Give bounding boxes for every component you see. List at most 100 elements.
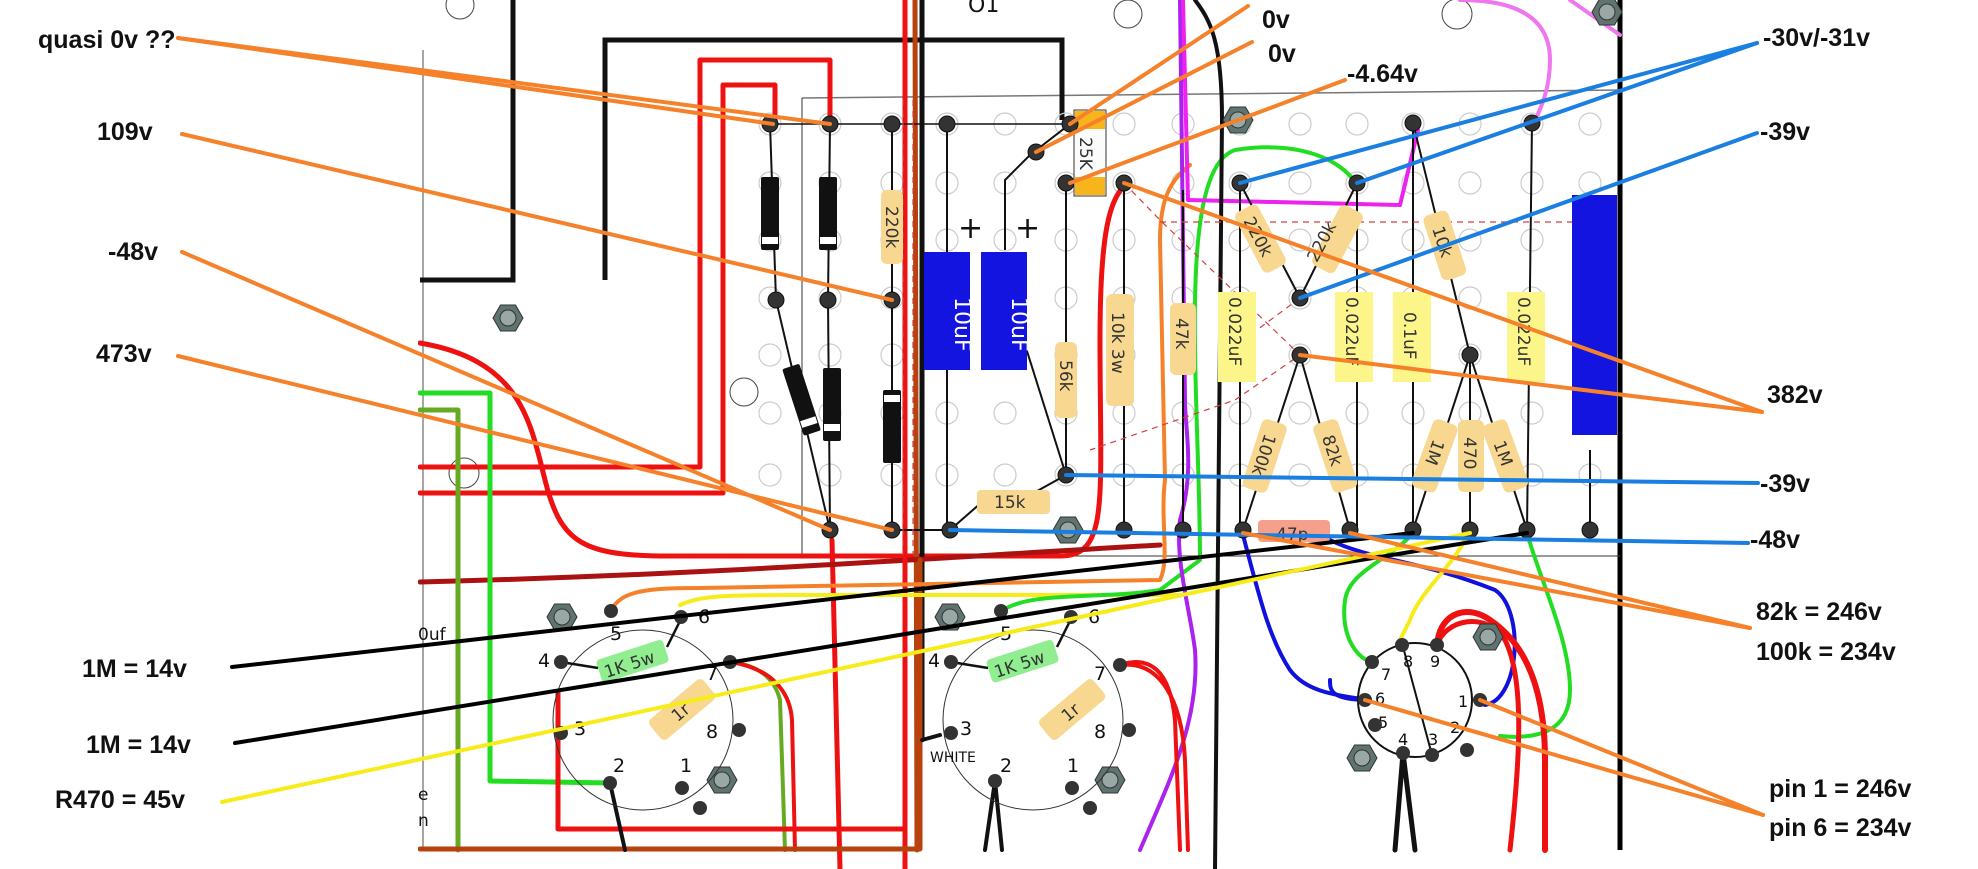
voltage-labels: quasi 0v ?? 109v -48v 473v 1M = 14v 1M =… bbox=[38, 6, 1912, 842]
label-minus-30v-31v: -30v/-31v bbox=[1763, 24, 1870, 52]
label-1m-14v-b: 1M = 14v bbox=[86, 731, 191, 759]
turret bbox=[938, 115, 956, 133]
svg-text:7: 7 bbox=[706, 663, 718, 685]
svg-text:220k: 220k bbox=[881, 206, 901, 248]
resistor-15k: 15k bbox=[977, 490, 1050, 514]
filter-capacitor bbox=[1557, 195, 1617, 435]
label-82k-246v: 82k = 246v bbox=[1756, 598, 1882, 626]
nut-bore bbox=[713, 771, 731, 789]
svg-text:0.022uF: 0.022uF bbox=[1224, 297, 1244, 366]
svg-text:2: 2 bbox=[1000, 755, 1012, 777]
annotation-line-orange bbox=[180, 132, 894, 302]
label-pin6-234v: pin 6 = 234v bbox=[1769, 814, 1912, 842]
socket-pin bbox=[1460, 743, 1474, 757]
resistor-47k: 47k bbox=[1170, 303, 1196, 375]
annotation-line-orange bbox=[1068, 78, 1347, 185]
svg-text:4: 4 bbox=[928, 650, 940, 672]
left-margin bbox=[0, 0, 418, 869]
board-hole bbox=[1520, 401, 1544, 425]
annotation-line-blue bbox=[1238, 41, 1759, 185]
socket-pin bbox=[1365, 655, 1379, 669]
turret bbox=[1461, 346, 1479, 364]
svg-text:6: 6 bbox=[698, 606, 710, 628]
resistor-470: 470 bbox=[1458, 420, 1484, 492]
annotation-line-black bbox=[230, 531, 1415, 669]
resistor-100k: 100k bbox=[1242, 419, 1287, 493]
socket-pin bbox=[994, 604, 1008, 618]
svg-text:10k 3w: 10k 3w bbox=[1107, 312, 1127, 374]
annotation-lines bbox=[176, 4, 1765, 817]
board-hole bbox=[1458, 171, 1482, 195]
svg-text:5: 5 bbox=[610, 623, 622, 645]
socket-pin bbox=[1430, 638, 1444, 652]
board-hole bbox=[1288, 463, 1312, 487]
svg-text:25K: 25K bbox=[1075, 137, 1095, 171]
wire-note-white: WHITE bbox=[930, 750, 976, 766]
socket-pin bbox=[1396, 746, 1410, 760]
tube-socket-b: 1K 5w 1r 5 4 3 WHITE 2 1 6 7 8 bbox=[928, 606, 1124, 811]
resistor-1m-b: 1M bbox=[1482, 419, 1529, 493]
svg-text:10uF: 10uF bbox=[949, 297, 974, 352]
board-hole bbox=[1112, 112, 1136, 136]
label-minus-4-64v: -4.64v bbox=[1347, 60, 1418, 88]
turret bbox=[1581, 521, 1599, 539]
label-quasi-0v: quasi 0v ?? bbox=[38, 26, 176, 54]
annotation-line-orange bbox=[1122, 181, 1764, 414]
board-hole bbox=[993, 463, 1017, 487]
diode bbox=[823, 368, 841, 441]
cut-text-left-a: 0uf bbox=[418, 625, 447, 645]
label-minus-48v-left: -48v bbox=[108, 238, 158, 266]
nut-bore bbox=[1479, 628, 1497, 646]
svg-text:1: 1 bbox=[1458, 692, 1468, 711]
nut-bore bbox=[499, 309, 517, 327]
turret bbox=[1115, 521, 1133, 539]
socket-pin bbox=[988, 774, 1002, 788]
board-hole bbox=[993, 401, 1017, 425]
board-hole bbox=[818, 343, 842, 367]
label-minus-39v-top: -39v bbox=[1760, 118, 1810, 146]
svg-text:470: 470 bbox=[1459, 437, 1479, 469]
annotation-line-orange bbox=[176, 36, 832, 126]
svg-text:7: 7 bbox=[1381, 665, 1391, 684]
diode bbox=[782, 364, 821, 436]
label-r470-45v: R470 = 45v bbox=[55, 786, 185, 814]
resistor-1r: 1r bbox=[1039, 679, 1106, 740]
annotation-line-yellow bbox=[220, 531, 1472, 804]
turret bbox=[767, 291, 785, 309]
resistor-1m-a: 1M bbox=[1411, 419, 1458, 493]
cut-text-left-b: e bbox=[418, 785, 428, 805]
resistor-220k-b: 220k bbox=[1303, 205, 1363, 274]
annotation-line-orange bbox=[176, 354, 894, 532]
svg-text:2: 2 bbox=[613, 755, 625, 777]
annotation-line-orange bbox=[1478, 698, 1765, 817]
board-hole bbox=[1288, 401, 1312, 425]
nut-bore bbox=[553, 608, 571, 626]
socket-pin bbox=[675, 781, 689, 795]
socket-pin bbox=[1122, 723, 1136, 737]
annotation-line-orange bbox=[1034, 40, 1254, 154]
label-pin1-246v: pin 1 = 246v bbox=[1769, 775, 1912, 803]
capacitor-0022uf-c: 0.022uF bbox=[1507, 292, 1545, 382]
board-hole bbox=[1520, 228, 1544, 252]
socket-pin bbox=[944, 655, 958, 669]
svg-text:0.022uF: 0.022uF bbox=[1341, 297, 1361, 366]
polarity-plus-a: + bbox=[958, 211, 983, 246]
svg-text:47k: 47k bbox=[1171, 318, 1191, 350]
svg-text:15k: 15k bbox=[994, 493, 1026, 513]
annotation-line-orange bbox=[1241, 531, 1752, 630]
svg-text:3: 3 bbox=[574, 718, 586, 740]
turret bbox=[1404, 114, 1422, 132]
capacitor-0022uf-a: 0.022uF bbox=[1218, 292, 1256, 382]
svg-text:1: 1 bbox=[1067, 755, 1079, 777]
socket-pin bbox=[1425, 748, 1439, 762]
board-hole bbox=[1288, 171, 1312, 195]
svg-text:8: 8 bbox=[1403, 652, 1413, 671]
svg-text:3: 3 bbox=[1428, 730, 1438, 749]
label-382v: 382v bbox=[1767, 381, 1823, 409]
tube-socket-a: 1K 5w 1r 5 4 3 2 1 6 7 8 bbox=[538, 606, 734, 811]
svg-text:4: 4 bbox=[538, 650, 550, 672]
label-0v-a: 0v bbox=[1262, 6, 1290, 34]
nut-bore bbox=[1101, 771, 1119, 789]
board-hole bbox=[758, 463, 782, 487]
